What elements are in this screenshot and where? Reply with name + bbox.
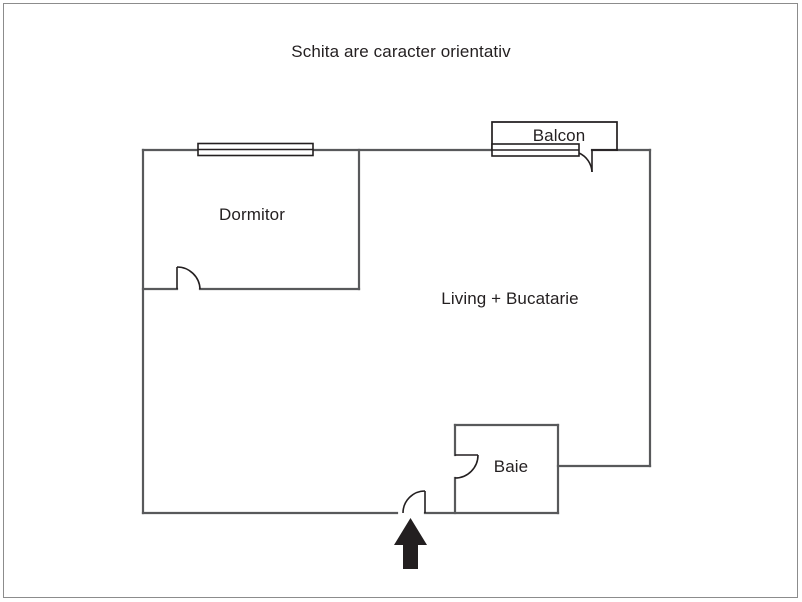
room-label-balcon: Balcon [532,126,586,145]
balcon-door-swing-symbol [578,150,593,173]
image-frame-border [3,3,798,598]
baie-walls [453,423,560,515]
room-label-dormitor: Dormitor [219,205,285,224]
baie-door-swing-symbol [454,454,479,479]
apartment-outer-walls [141,148,652,515]
page-title: Schita are caracter orientativ [291,42,511,61]
dormitor-door-swing-symbol [176,266,201,290]
balcon-window-symbol [491,143,580,157]
room-label-living: Living + Bucatarie [441,289,579,308]
entrance-arrow [394,518,427,569]
wall-balcon-outline [491,121,618,151]
entrance-door-swing-symbol [402,490,426,514]
balcon-walls [491,121,618,151]
dormitor-window-symbol [197,142,314,157]
room-label-baie: Baie [493,457,529,476]
dormitor-walls [141,148,361,291]
